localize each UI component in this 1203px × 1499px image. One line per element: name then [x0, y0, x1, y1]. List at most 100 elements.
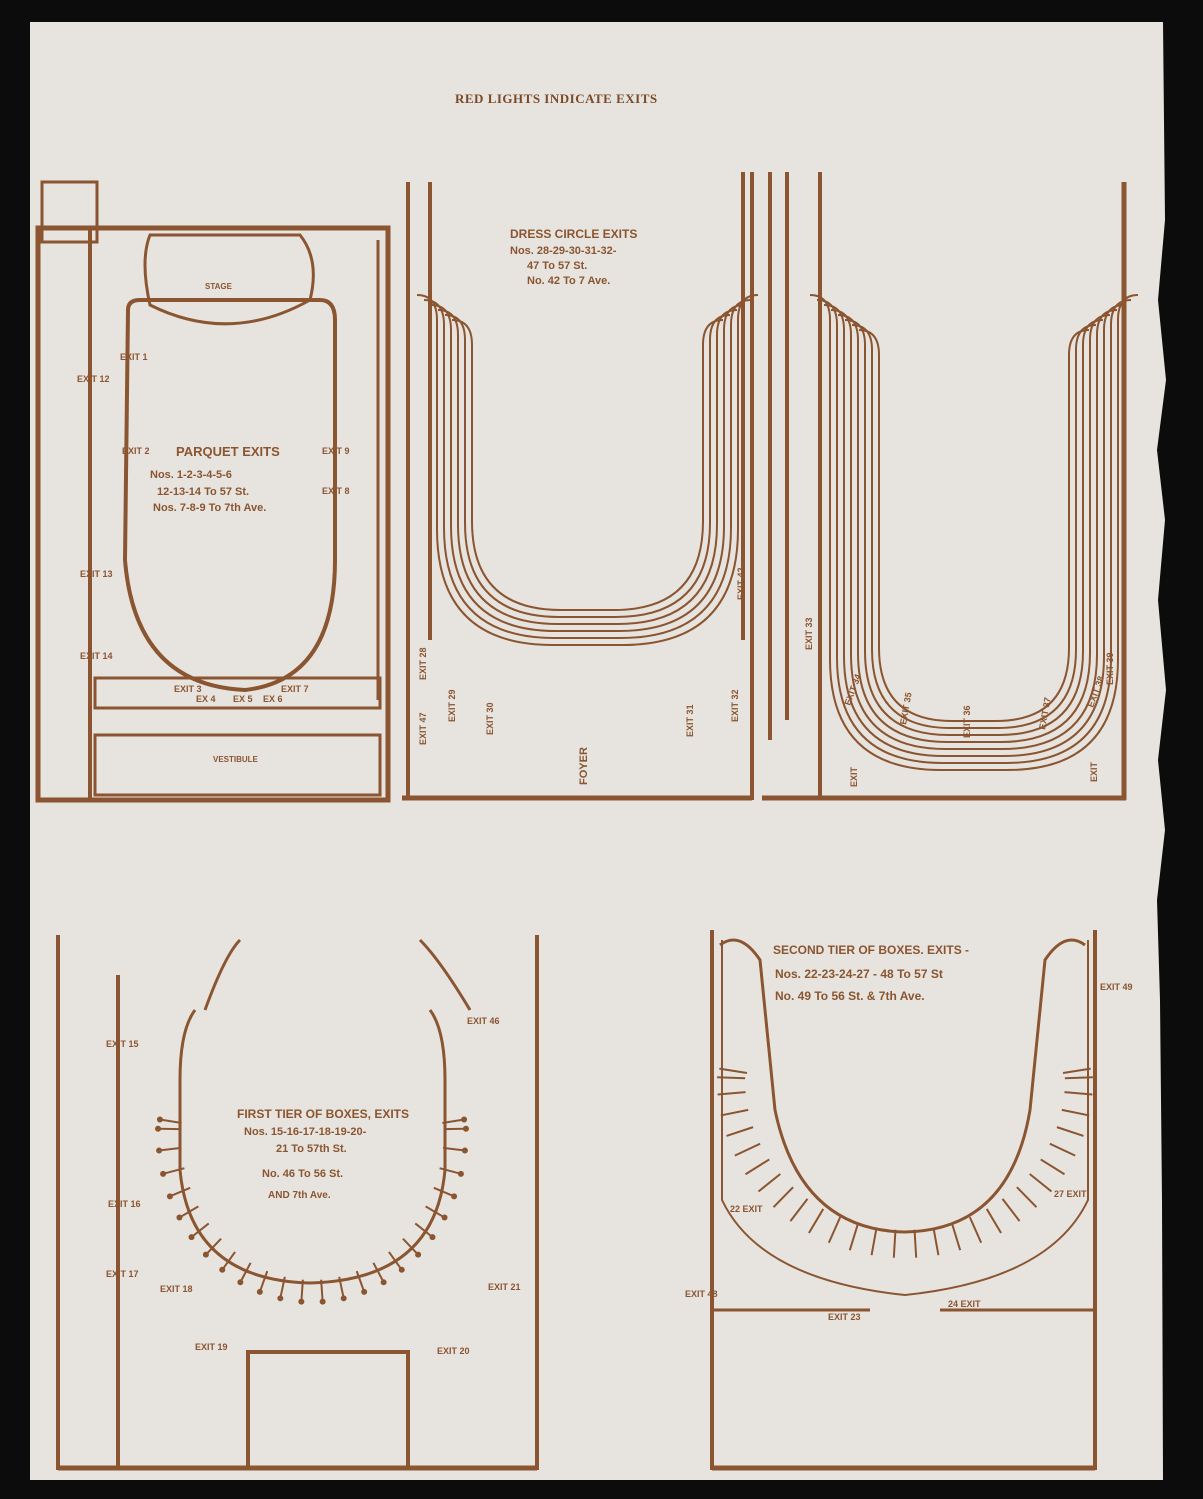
- seating-row: [823, 304, 1125, 757]
- box-partition: [239, 1262, 252, 1283]
- exit-label: EXIT 48: [685, 1289, 718, 1299]
- box-door: [256, 1288, 263, 1295]
- dress-circle-line: No. 42 To 7 Ave.: [527, 275, 610, 287]
- box-door: [461, 1116, 468, 1123]
- exit-label: EXIT 32: [730, 689, 740, 722]
- box-door: [415, 1251, 422, 1258]
- box-door: [451, 1193, 458, 1200]
- exit-label: EXIT 3: [174, 684, 202, 694]
- second-tier-plan: SECOND TIER OF BOXES. EXITS - Nos. 22-23…: [710, 930, 1097, 1471]
- box-door: [319, 1298, 326, 1305]
- exit-label: EXIT 9: [322, 446, 350, 456]
- box-partition: [279, 1276, 286, 1299]
- exit-label: 27 EXIT: [1054, 1189, 1087, 1199]
- seating-row: [858, 329, 1090, 722]
- box-partition: [951, 1223, 962, 1251]
- exit-label: EXIT 7: [281, 684, 309, 694]
- parquet-line: Nos. 1-2-3-4-5-6: [150, 469, 232, 481]
- exit-label: 24 EXIT: [948, 1299, 981, 1309]
- box-partition: [355, 1270, 366, 1293]
- box-partition: [932, 1227, 940, 1256]
- box-partition: [892, 1229, 897, 1258]
- box-partition: [425, 1205, 446, 1219]
- seating-row: [844, 319, 1104, 736]
- box-partition: [719, 1067, 748, 1074]
- box-partition: [1049, 1142, 1076, 1157]
- exit-label: EXIT 47: [418, 712, 428, 745]
- box-door: [462, 1125, 469, 1132]
- exit-label: EXIT 13: [80, 569, 113, 579]
- box-door: [398, 1266, 405, 1273]
- box-partition: [808, 1208, 825, 1234]
- box-partition: [1029, 1173, 1053, 1193]
- box-door: [441, 1214, 448, 1221]
- first-tier-line: Nos. 15-16-17-18-19-20-: [244, 1126, 367, 1138]
- box-door: [155, 1125, 162, 1132]
- exit-label: EXIT 18: [160, 1284, 193, 1294]
- box-door: [219, 1266, 226, 1273]
- stage-label: STAGE: [205, 282, 233, 291]
- box-partition: [734, 1142, 761, 1157]
- paper-sheet: [30, 22, 1166, 1480]
- box-partition: [169, 1186, 191, 1198]
- exit-label: EXIT 28: [418, 647, 428, 680]
- box-partition: [442, 1118, 465, 1124]
- dress-circle-line: 47 To 57 St.: [527, 260, 587, 272]
- box-partition: [1062, 1067, 1091, 1074]
- box-door: [237, 1279, 244, 1286]
- exit-label: EXIT 36: [962, 705, 972, 738]
- first-tier-plan: FIRST TIER OF BOXES, EXITS Nos. 15-16-17…: [56, 935, 539, 1471]
- seating-row: [444, 314, 731, 618]
- box-door: [457, 1170, 464, 1177]
- exit-label: EXIT 42: [736, 567, 746, 600]
- box-partition: [442, 1146, 466, 1152]
- exit-label: EXIT 19: [195, 1342, 228, 1352]
- foyer-label: FOYER: [578, 747, 590, 785]
- box-partition: [1064, 1076, 1093, 1080]
- exit-label: EXIT 30: [485, 702, 495, 735]
- seating-row: [851, 324, 1097, 729]
- box-partition: [985, 1208, 1002, 1234]
- exit-label: EXIT 46: [467, 1016, 500, 1026]
- box-partition: [913, 1229, 918, 1258]
- seating-row: [809, 294, 1139, 771]
- exit-label: 22 EXIT: [730, 1204, 763, 1214]
- box-partition: [439, 1167, 462, 1175]
- box-door: [380, 1279, 387, 1286]
- box-partition: [162, 1167, 185, 1175]
- box-partition: [1016, 1186, 1038, 1208]
- box-partition: [221, 1251, 236, 1271]
- box-partition: [300, 1279, 304, 1302]
- box-partition: [338, 1276, 345, 1299]
- box-door: [166, 1193, 173, 1200]
- first-tier-line: 21 To 57th St.: [276, 1143, 347, 1155]
- box-partition: [159, 1118, 182, 1124]
- exit-label: EXIT 14: [80, 651, 113, 661]
- dress-circle-line: Nos. 28-29-30-31-32-: [510, 245, 617, 257]
- box-partition: [320, 1279, 324, 1302]
- exit-label: EXIT 39: [1105, 652, 1115, 685]
- box-partition: [772, 1186, 794, 1208]
- parquet-line: 12-13-14 To 57 St.: [157, 486, 249, 498]
- seating-row: [416, 294, 759, 646]
- dress-circle-plan: DRESS CIRCLE EXITS Nos. 28-29-30-31-32- …: [402, 172, 759, 801]
- box-door: [156, 1147, 163, 1154]
- exit-label: EXIT 15: [106, 1039, 139, 1049]
- vestibule-label: VESTIBULE: [213, 755, 259, 764]
- box-partition: [1064, 1091, 1093, 1096]
- box-partition: [757, 1173, 781, 1193]
- box-door: [340, 1295, 347, 1302]
- header-title: RED LIGHTS INDICATE EXITS: [455, 91, 658, 106]
- box-partition: [968, 1216, 983, 1244]
- box-partition: [789, 1198, 809, 1222]
- exit-label: EXIT: [1089, 761, 1099, 782]
- box-partition: [205, 1238, 222, 1256]
- box-partition: [744, 1158, 770, 1176]
- box-partition: [178, 1205, 199, 1219]
- exit-label: EXIT 21: [488, 1282, 521, 1292]
- seating-row: [437, 309, 738, 625]
- box-partition: [726, 1126, 754, 1137]
- upper-circle-plan: [762, 172, 1139, 801]
- box-partition: [1040, 1158, 1066, 1176]
- box-partition: [1056, 1126, 1084, 1137]
